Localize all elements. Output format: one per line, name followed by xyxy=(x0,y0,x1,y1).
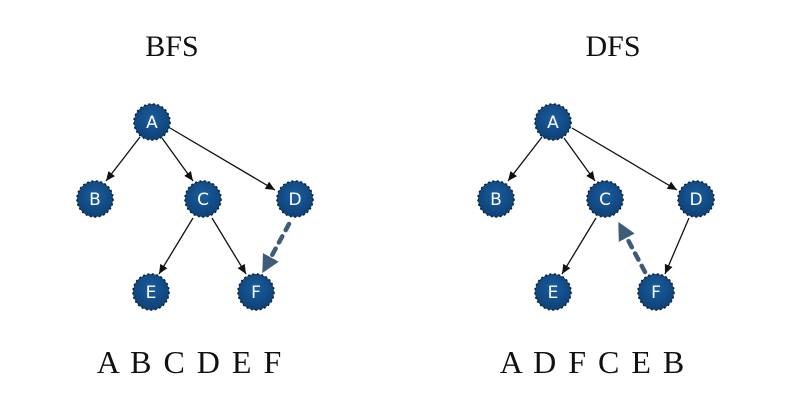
dfs-node-f-label: F xyxy=(651,283,661,303)
dfs-node-f: F xyxy=(637,273,675,311)
bfs-node-f-label: F xyxy=(251,283,261,303)
bfs-node-b-label: B xyxy=(89,190,101,210)
bfs-node-a-label: A xyxy=(146,113,158,133)
dfs-node-a-label: A xyxy=(547,113,559,133)
dfs-edge-c-e xyxy=(561,217,597,275)
dfs-panel: DFS A B C D E xyxy=(477,30,715,380)
dfs-edge-a-d xyxy=(571,127,678,191)
bfs-node-c: C xyxy=(184,180,222,218)
bfs-node-a: A xyxy=(133,103,171,141)
bfs-edge-a-d xyxy=(169,127,276,191)
dfs-node-d: D xyxy=(677,180,715,218)
bfs-edge-c-e xyxy=(158,217,194,275)
dfs-node-c-label: C xyxy=(599,190,611,210)
dfs-node-b-label: B xyxy=(490,190,502,210)
dfs-node-a: A xyxy=(534,103,572,141)
bfs-node-b: B xyxy=(76,180,114,218)
bfs-node-d-label: D xyxy=(288,190,301,210)
dfs-title: DFS xyxy=(585,30,640,63)
bfs-dashed-edge-d-f xyxy=(261,221,292,274)
bfs-panel: BFS A B C D E xyxy=(76,30,314,380)
dfs-node-e-label: E xyxy=(548,283,559,303)
dfs-node-e: E xyxy=(534,273,572,311)
bfs-order: A B C D E F xyxy=(97,344,283,380)
bfs-node-d: D xyxy=(276,180,314,218)
bfs-edge-a-b xyxy=(105,136,141,182)
dfs-edge-a-b xyxy=(507,136,543,182)
bfs-node-c-label: C xyxy=(197,190,209,210)
dfs-order: A D F C E B xyxy=(500,344,686,380)
dfs-edge-a-c xyxy=(563,137,596,182)
dfs-node-c: C xyxy=(586,180,624,218)
dfs-node-d-label: D xyxy=(689,190,702,210)
bfs-node-f: F xyxy=(237,273,275,311)
bfs-edges xyxy=(105,127,292,275)
dfs-node-b: B xyxy=(477,180,515,218)
bfs-node-e-label: E xyxy=(146,283,157,303)
bfs-edge-c-f xyxy=(211,217,247,275)
dfs-dashed-edge-f-c xyxy=(617,221,648,275)
dfs-edges xyxy=(507,127,690,275)
bfs-edge-a-c xyxy=(161,137,194,182)
dfs-edge-d-f xyxy=(664,217,690,275)
bfs-title: BFS xyxy=(145,30,198,63)
bfs-node-e: E xyxy=(132,273,170,311)
